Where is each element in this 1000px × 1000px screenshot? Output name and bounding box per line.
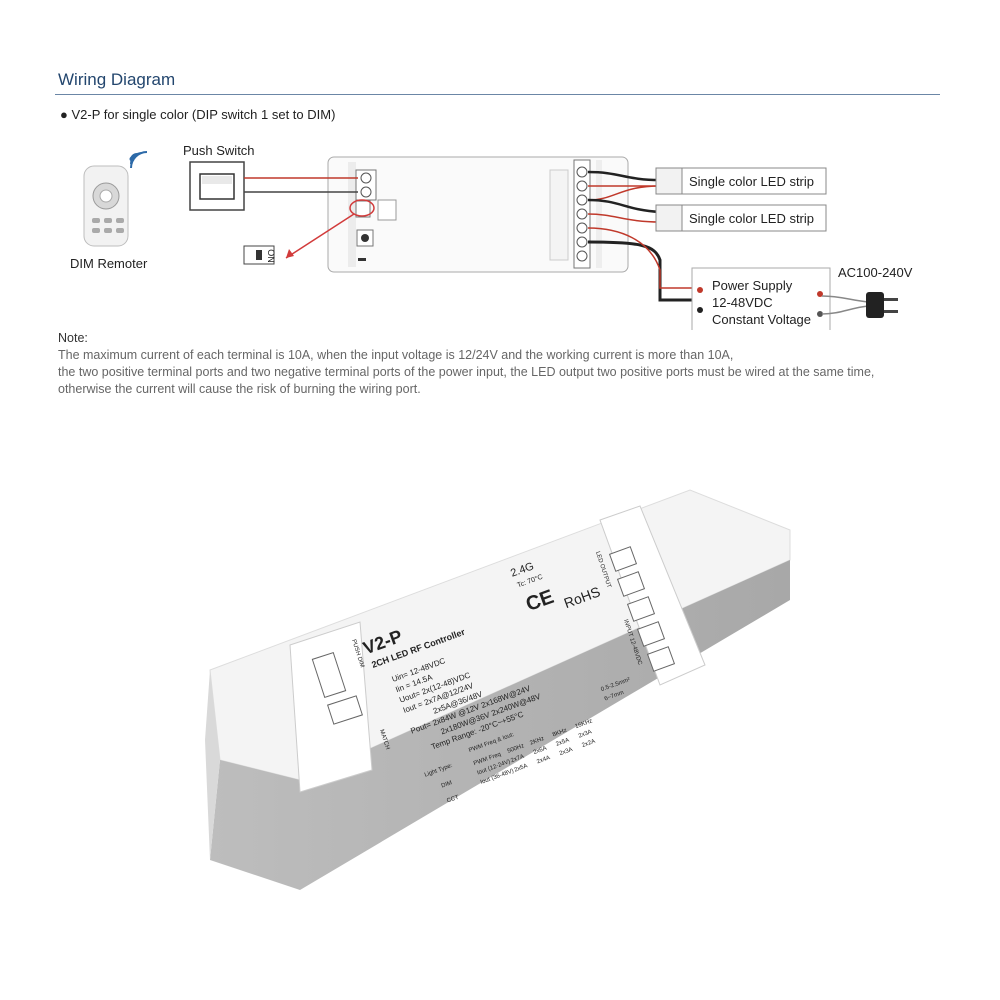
pwm-cell: 2x3A (578, 729, 593, 739)
note-heading: Note: (58, 331, 88, 345)
light-cct-label: CCT (446, 795, 460, 805)
pwm-cell: 16KHz (574, 718, 593, 730)
push-switch-label: Push Switch (183, 143, 255, 158)
remote-label: DIM Remoter (70, 256, 148, 271)
ac-plug-icon (866, 292, 898, 318)
strip1-label: Single color LED strip (689, 174, 814, 189)
note-line: otherwise the current will cause the ris… (58, 382, 421, 396)
push-switch-icon (189, 161, 245, 211)
power-supply-line2: 12-48VDC (712, 295, 773, 310)
pwm-cell: 2x6A (533, 746, 548, 756)
ac-label: AC100-240V (838, 265, 913, 280)
wireless-signal-icon (129, 151, 148, 169)
note-line: The maximum current of each terminal is … (58, 348, 734, 362)
strip2-label: Single color LED strip (689, 211, 814, 226)
pwm-cell: 500Hz (507, 743, 525, 755)
pwm-cell: 2x7A (510, 754, 525, 764)
light-dim-label: DIM (441, 780, 453, 789)
pwm-cell: 2x3A (559, 747, 574, 757)
pwm-cell: 2x5A (555, 737, 570, 747)
remote-icon (83, 165, 129, 247)
power-supply-line1: Power Supply (712, 278, 793, 293)
wiring-subtitle: ● V2-P for single color (DIP switch 1 se… (60, 107, 336, 122)
power-supply-line3: Constant Voltage (712, 312, 812, 327)
title-divider (55, 94, 940, 95)
wiring-diagram (83, 151, 898, 330)
pwm-cell: 8KHz (552, 728, 568, 739)
note-line: the two positive terminal ports and two … (58, 365, 875, 379)
page-title: Wiring Diagram (58, 70, 176, 89)
product-illustration: V2-P 2CH LED RF Controller Uin= 12-48VDC… (205, 489, 791, 890)
controller-device (327, 156, 629, 273)
pwm-cell: 2x2A (581, 739, 596, 749)
pwm-cell: 2KHz (529, 736, 545, 747)
dip-on-label: ON (265, 249, 276, 263)
pwm-cell: 2x4A (536, 755, 551, 765)
pwm-cell: 2x5A (514, 763, 529, 773)
note-block: Note: The maximum current of each termin… (58, 330, 874, 398)
